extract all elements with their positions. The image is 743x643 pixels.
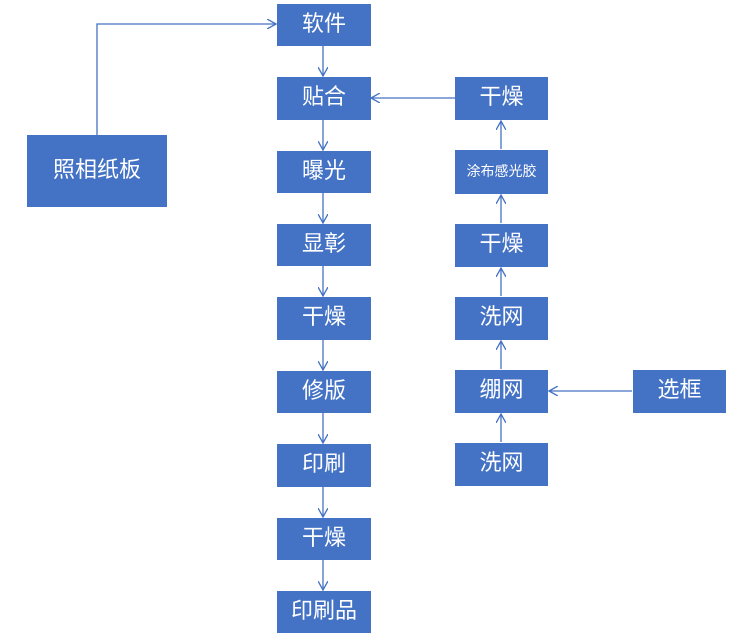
node-dry-mid-label: 干燥 xyxy=(479,232,524,258)
node-coat-emulsion-label: 涂布感光胶 xyxy=(466,163,537,180)
node-software-label: 软件 xyxy=(301,11,346,37)
node-dry-top: 干燥 xyxy=(455,77,548,120)
node-develop-label: 显彰 xyxy=(301,231,346,257)
node-wash-screen-upper-label: 洗网 xyxy=(479,305,524,331)
node-retouch: 修版 xyxy=(277,371,371,413)
node-stretch-screen: 绷网 xyxy=(455,370,548,413)
node-software: 软件 xyxy=(277,4,371,46)
node-wash-screen-lower-label: 洗网 xyxy=(479,451,524,477)
node-dry-2-label: 干燥 xyxy=(301,525,346,551)
node-select-frame: 选框 xyxy=(633,370,726,413)
node-wash-screen-lower: 洗网 xyxy=(455,443,548,486)
node-dry-1-label: 干燥 xyxy=(301,305,346,331)
node-print-label: 印刷 xyxy=(301,452,346,478)
node-retouch-label: 修版 xyxy=(301,378,346,404)
node-dry-top-label: 干燥 xyxy=(479,85,524,111)
node-printed-product-label: 印刷品 xyxy=(290,598,357,624)
node-stretch-screen-label: 绷网 xyxy=(479,378,524,404)
node-photo-board-label: 照相纸板 xyxy=(52,157,141,183)
node-select-frame-label: 选框 xyxy=(657,378,702,404)
node-dry-2: 干燥 xyxy=(277,518,371,560)
node-dry-mid: 干燥 xyxy=(455,224,548,267)
node-wash-screen-upper: 洗网 xyxy=(455,297,548,340)
node-printed-product: 印刷品 xyxy=(277,591,371,633)
node-paste-label: 贴合 xyxy=(301,85,346,111)
node-exposure-label: 曝光 xyxy=(301,158,346,184)
connector-photo-board-to-software xyxy=(96,24,276,135)
node-dry-1: 干燥 xyxy=(277,297,371,340)
node-photo-board: 照相纸板 xyxy=(27,135,167,207)
node-coat-emulsion: 涂布感光胶 xyxy=(455,150,548,194)
node-paste: 贴合 xyxy=(277,77,371,120)
node-exposure: 曝光 xyxy=(277,151,371,193)
node-print: 印刷 xyxy=(277,444,371,487)
node-develop: 显彰 xyxy=(277,224,371,266)
